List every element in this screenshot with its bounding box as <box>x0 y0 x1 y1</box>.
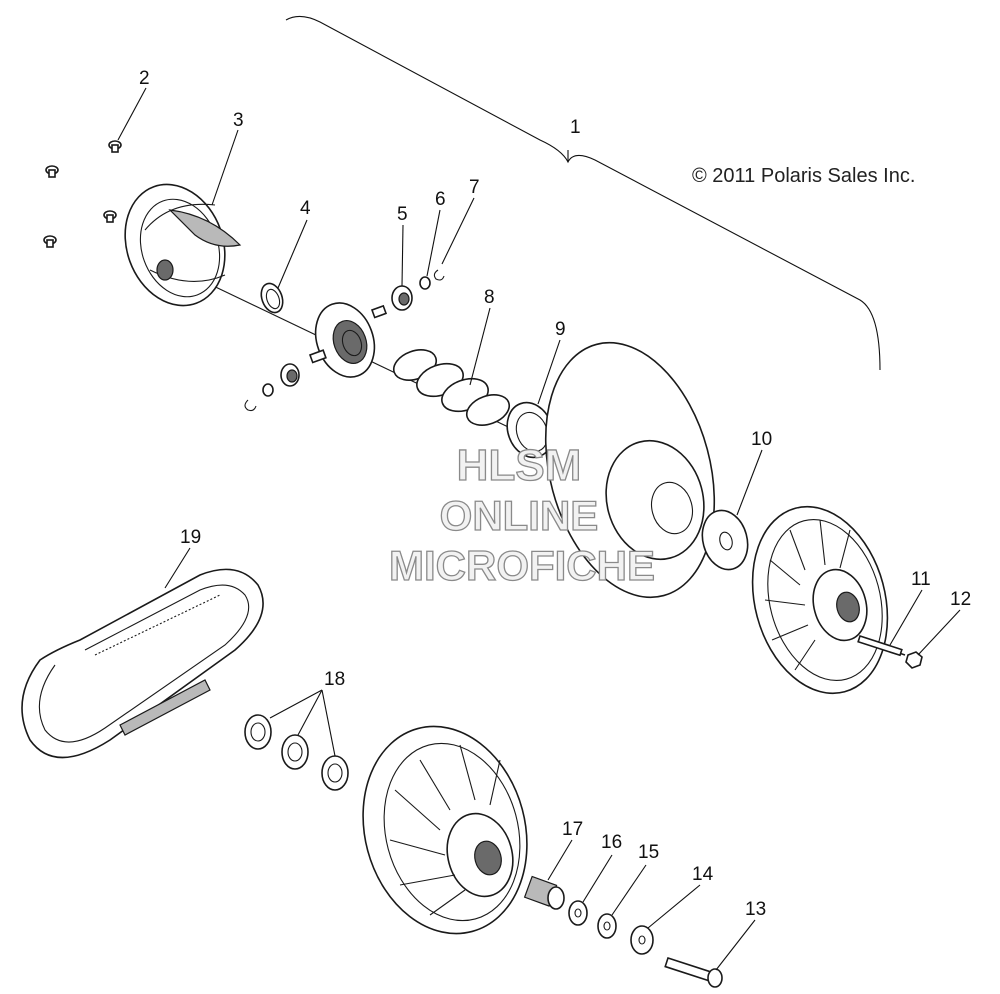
roller <box>391 285 413 311</box>
sheave-washer <box>701 509 749 571</box>
callout-14: 14 <box>692 864 714 885</box>
callout-19: 19 <box>180 527 201 548</box>
callout-9: 9 <box>555 319 566 340</box>
spacer <box>523 875 565 910</box>
callout-3: 3 <box>233 110 244 131</box>
callout-2: 2 <box>139 68 150 89</box>
drive-nut <box>905 651 923 669</box>
copyright-notice: © 2011 Polaris Sales Inc. <box>692 165 915 187</box>
driven-bolt <box>664 956 723 988</box>
watermark-line-1: HLSM <box>457 441 582 490</box>
callout-8: 8 <box>484 287 495 308</box>
drive-bolt <box>857 634 906 657</box>
washer-15 <box>597 913 617 939</box>
callout-11: 11 <box>911 569 931 590</box>
washer-16 <box>568 900 588 926</box>
washer-14 <box>630 925 654 955</box>
drive-belt <box>21 568 264 759</box>
spider-hub <box>308 302 388 378</box>
washer-6 <box>419 276 431 290</box>
moveable-sheave <box>544 341 716 599</box>
clutch-cover <box>124 183 242 307</box>
cover-screws <box>43 140 122 248</box>
watermark-line-2: ONLINE <box>440 492 599 539</box>
clip-7 <box>433 269 445 281</box>
callout-4: 4 <box>300 198 311 219</box>
leader-lines <box>117 87 961 971</box>
callout-labels: 1 2 3 4 5 6 7 8 9 10 11 12 13 14 15 16 1… <box>139 68 971 920</box>
callout-18: 18 <box>324 669 345 690</box>
callout-10: 10 <box>751 429 772 450</box>
roller-set <box>244 363 300 412</box>
callout-13: 13 <box>745 899 766 920</box>
snap-ring <box>260 282 284 314</box>
watermark-line-3: MICROFICHE <box>389 542 655 589</box>
callout-5: 5 <box>397 204 408 225</box>
watermark: HLSM ONLINE MICROFICHE <box>388 440 655 589</box>
callout-1: 1 <box>570 117 581 138</box>
shims <box>244 714 349 791</box>
driven-sheave <box>362 725 528 935</box>
callout-12: 12 <box>950 589 971 610</box>
callout-6: 6 <box>435 189 446 210</box>
callout-17: 17 <box>562 819 583 840</box>
callout-7: 7 <box>469 177 480 198</box>
spring <box>392 349 511 426</box>
drive-fixed-sheave <box>751 505 889 695</box>
callout-16: 16 <box>601 832 622 853</box>
callout-15: 15 <box>638 842 659 863</box>
